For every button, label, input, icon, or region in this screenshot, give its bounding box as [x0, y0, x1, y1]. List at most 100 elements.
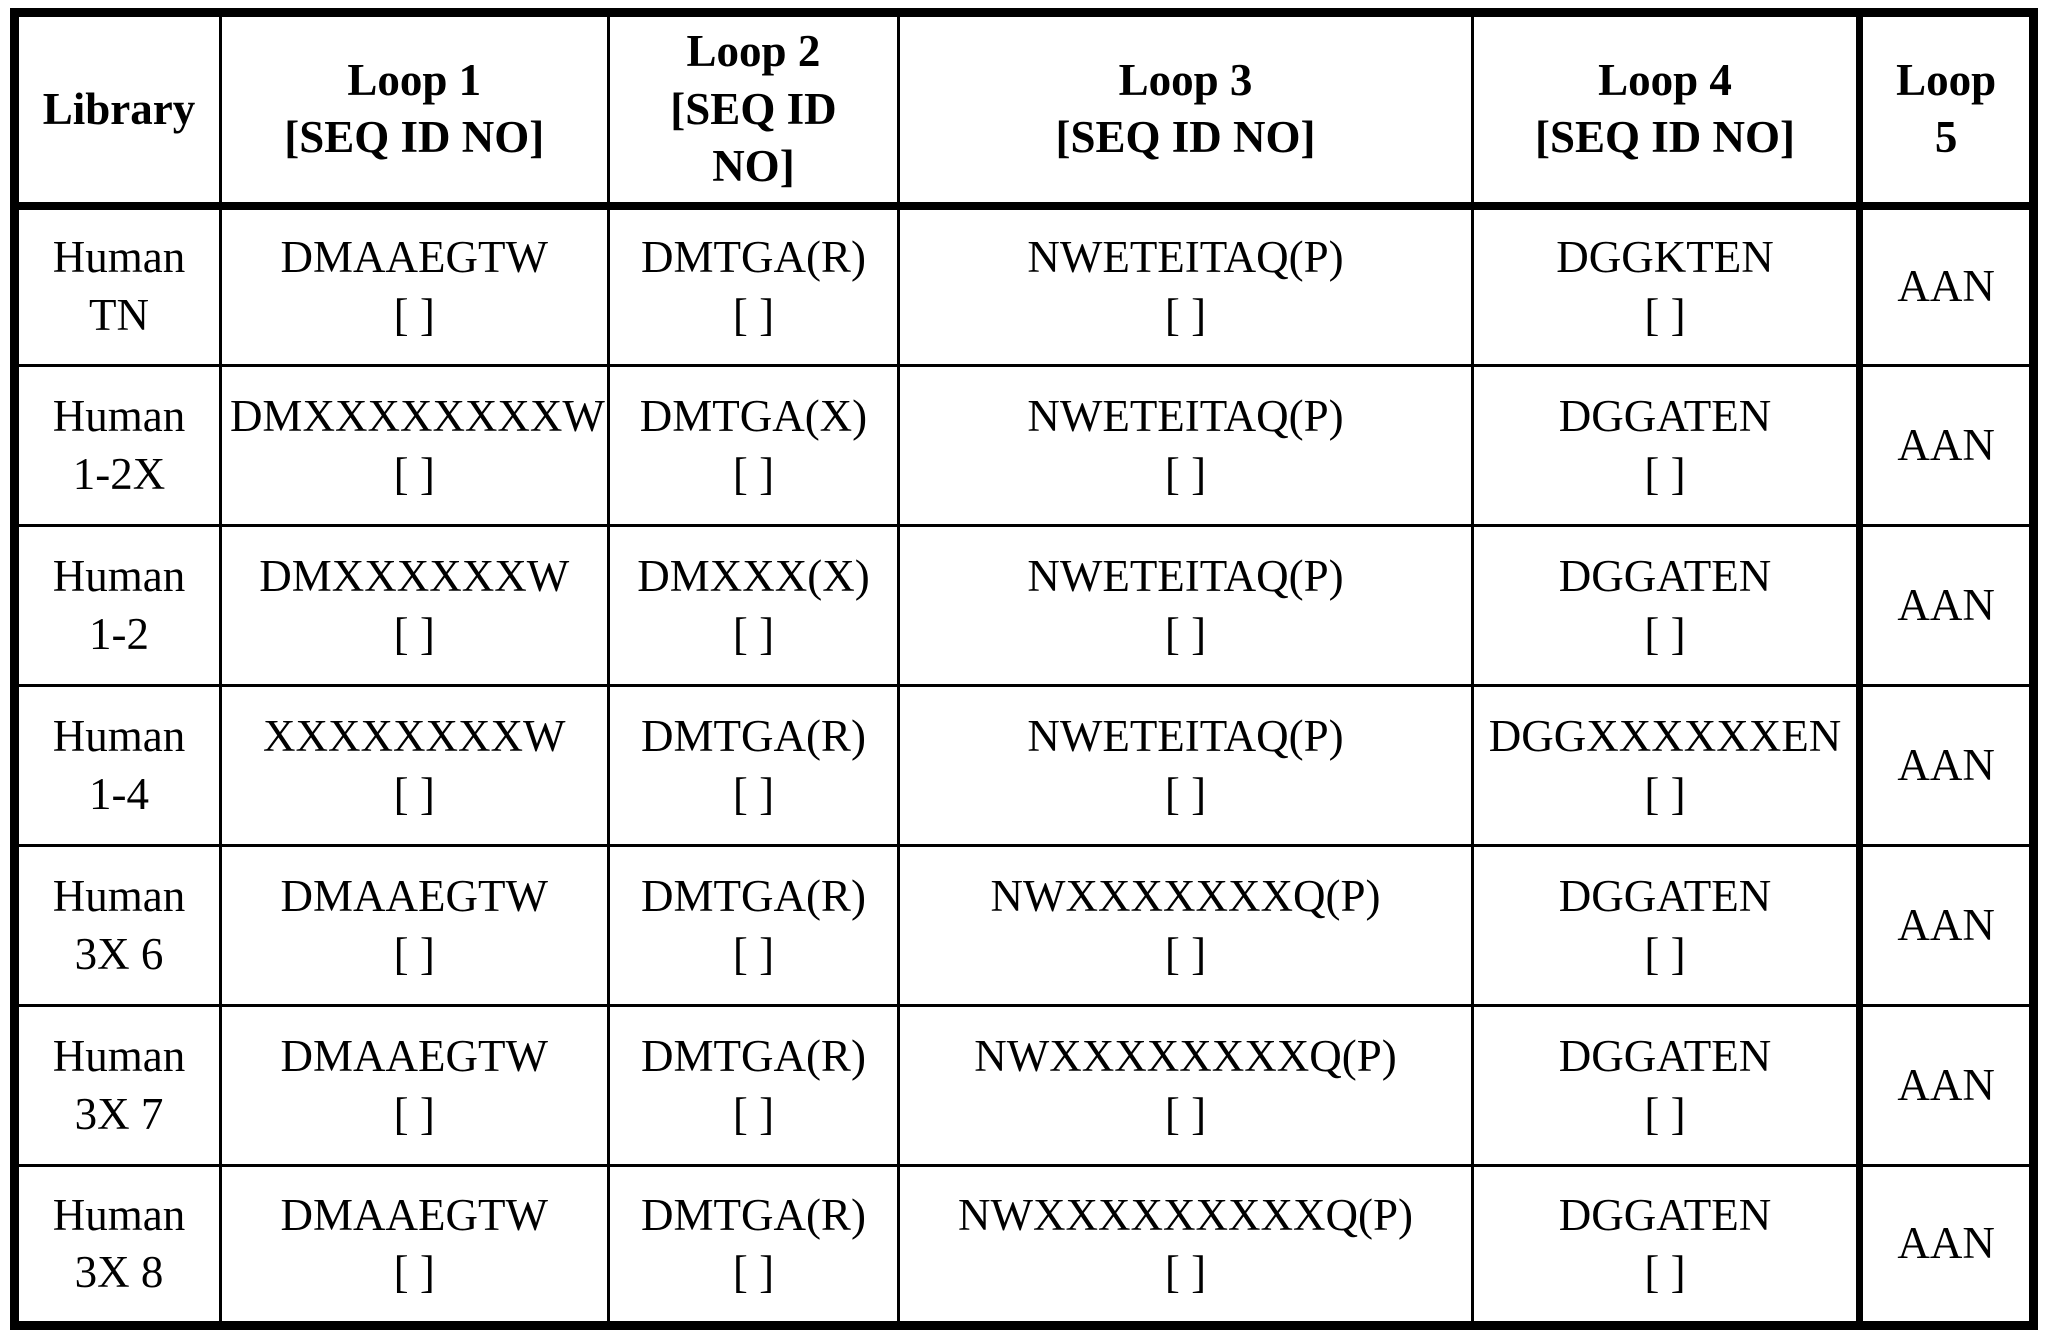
loop2-cell: DMTGA(X) [ ] [606, 364, 901, 528]
loop4-sequence: DGGATEN [1558, 391, 1772, 442]
loop4-sequence: DGGKTEN [1556, 232, 1774, 283]
loop4-cell: DGGKTEN [ ] [1470, 204, 1862, 368]
library-cell: Human 3X 7 [13, 1004, 222, 1168]
loop1-sequence: DMAAEGTW [280, 1031, 548, 1082]
seq-id-placeholder: [ ] [1644, 928, 1686, 979]
table-row: Human 3X 6 DMAAEGTW [ ] DMTGA(R) [ ] NWX… [13, 844, 2035, 1008]
header-row: Library Loop 1 [SEQ ID NO] Loop 2 [SEQ I… [13, 10, 2035, 210]
loop2-cell: DMTGA(R) [ ] [606, 1164, 901, 1328]
library-name-line1: Human [52, 1031, 186, 1082]
table-row: Human TN DMAAEGTW [ ] DMTGA(R) [ ] NWETE… [13, 204, 2035, 368]
loop2-cell: DMTGA(R) [ ] [606, 844, 901, 1008]
loop5-sequence: AAN [1897, 899, 1995, 950]
seq-id-placeholder: [ ] [732, 768, 775, 819]
library-cell: Human 1-4 [13, 684, 222, 848]
loop5-sequence: AAN [1897, 1059, 1995, 1110]
loop3-cell: NWETEITAQ(P) [ ] [897, 364, 1474, 528]
header-loop1-seqid: [SEQ ID NO] [284, 112, 545, 163]
loop5-sequence: AAN [1897, 261, 1995, 312]
table-row: Human 3X 8 DMAAEGTW [ ] DMTGA(R) [ ] NWX… [13, 1164, 2035, 1328]
header-loop1: Loop 1 [SEQ ID NO] [218, 10, 610, 210]
seq-id-placeholder: [ ] [1164, 768, 1207, 819]
seq-id-placeholder: [ ] [393, 928, 435, 979]
table-row: Human 1-4 XXXXXXXXW [ ] DMTGA(R) [ ] NWE… [13, 684, 2035, 848]
loop2-sequence: DMXXX(X) [637, 551, 870, 602]
library-name-line1: Human [52, 391, 186, 442]
seq-id-placeholder: [ ] [393, 768, 435, 819]
loop2-sequence: DMTGA(R) [640, 871, 866, 922]
header-loop2-seqid-line2: NO] [712, 141, 795, 192]
loop3-cell: NWETEITAQ(P) [ ] [897, 524, 1474, 688]
loop4-cell: DGGATEN [ ] [1470, 1004, 1862, 1168]
loop5-cell: AAN [1856, 684, 2035, 848]
loop1-cell: DMAAEGTW [ ] [218, 1164, 610, 1328]
loop2-sequence: DMTGA(R) [640, 1031, 866, 1082]
seq-id-placeholder: [ ] [1164, 290, 1207, 341]
library-cell: Human 3X 8 [13, 1164, 222, 1328]
seq-id-placeholder: [ ] [393, 608, 435, 659]
library-name-line2: 3X 7 [74, 1088, 164, 1139]
seq-id-placeholder: [ ] [1644, 608, 1686, 659]
loop2-cell: DMXXX(X) [ ] [606, 524, 901, 688]
loop5-sequence: AAN [1897, 579, 1995, 630]
seq-id-placeholder: [ ] [732, 448, 775, 499]
library-name-line2: 1-2 [88, 608, 149, 659]
library-name-line1: Human [52, 871, 186, 922]
loop5-sequence: AAN [1897, 1218, 1995, 1269]
loop1-sequence: DMXXXXXXW [259, 551, 570, 602]
header-loop5-title-line2: 5 [1934, 112, 1958, 163]
table-row: Human 1-2 DMXXXXXXW [ ] DMXXX(X) [ ] NWE… [13, 524, 2035, 688]
loop4-sequence: DGGATEN [1558, 871, 1772, 922]
loop3-cell: NWXXXXXXXXXQ(P) [ ] [897, 1164, 1474, 1328]
loop1-sequence: DMAAEGTW [280, 232, 548, 283]
loop3-sequence: NWETEITAQ(P) [1027, 551, 1344, 602]
loop2-cell: DMTGA(R) [ ] [606, 684, 901, 848]
seq-id-placeholder: [ ] [1164, 608, 1207, 659]
library-name-line1: Human [52, 1189, 186, 1240]
seq-id-placeholder: [ ] [732, 608, 775, 659]
loop1-sequence: DMAAEGTW [280, 1189, 548, 1240]
library-name-line1: Human [52, 551, 186, 602]
header-loop4-seqid: [SEQ ID NO] [1535, 112, 1796, 163]
seq-id-placeholder: [ ] [732, 928, 775, 979]
header-loop3: Loop 3 [SEQ ID NO] [897, 10, 1474, 210]
loop3-sequence: NWETEITAQ(P) [1027, 711, 1344, 762]
library-name-line2: 1-2X [72, 448, 166, 499]
loop3-sequence: NWXXXXXXXXXQ(P) [958, 1189, 1413, 1240]
loop5-sequence: AAN [1897, 419, 1995, 470]
loop1-sequence: DMAAEGTW [280, 871, 548, 922]
library-cell: Human TN [13, 204, 222, 368]
table-row: Human 3X 7 DMAAEGTW [ ] DMTGA(R) [ ] NWX… [13, 1004, 2035, 1168]
header-loop4-title: Loop 4 [1598, 54, 1732, 105]
loop1-cell: DMAAEGTW [ ] [218, 1004, 610, 1168]
loop4-sequence: DGGXXXXXXEN [1488, 711, 1842, 762]
loop1-cell: DMAAEGTW [ ] [218, 204, 610, 368]
header-loop1-title: Loop 1 [347, 54, 482, 105]
loop5-cell: AAN [1856, 1164, 2035, 1328]
seq-id-placeholder: [ ] [393, 1247, 435, 1298]
seq-id-placeholder: [ ] [732, 290, 775, 341]
header-loop2-seqid-line1: [SEQ ID [670, 83, 837, 134]
loop4-sequence: DGGATEN [1558, 551, 1772, 602]
loop4-sequence: DGGATEN [1558, 1031, 1772, 1082]
header-loop5-title-line1: Loop [1896, 54, 1997, 105]
loop3-cell: NWXXXXXXXQ(P) [ ] [897, 844, 1474, 1008]
loop1-sequence: XXXXXXXXW [263, 711, 566, 762]
loop3-sequence: NWXXXXXXXXQ(P) [974, 1031, 1397, 1082]
library-cell: Human 1-2X [13, 364, 222, 528]
loop4-cell: DGGATEN [ ] [1470, 524, 1862, 688]
seq-id-placeholder: [ ] [1164, 1247, 1207, 1298]
library-name-line2: 1-4 [88, 768, 149, 819]
loop5-cell: AAN [1856, 204, 2035, 368]
loop5-cell: AAN [1856, 364, 2035, 528]
header-loop5: Loop 5 [1856, 10, 2035, 210]
seq-id-placeholder: [ ] [1644, 290, 1686, 341]
seq-id-placeholder: [ ] [1164, 448, 1207, 499]
loop4-cell: DGGXXXXXXEN [ ] [1470, 684, 1862, 848]
loop1-cell: XXXXXXXXW [ ] [218, 684, 610, 848]
header-loop2-title: Loop 2 [686, 26, 821, 76]
loop5-sequence: AAN [1897, 739, 1995, 790]
header-loop3-title: Loop 3 [1118, 54, 1253, 105]
seq-id-placeholder: [ ] [1164, 1088, 1207, 1139]
